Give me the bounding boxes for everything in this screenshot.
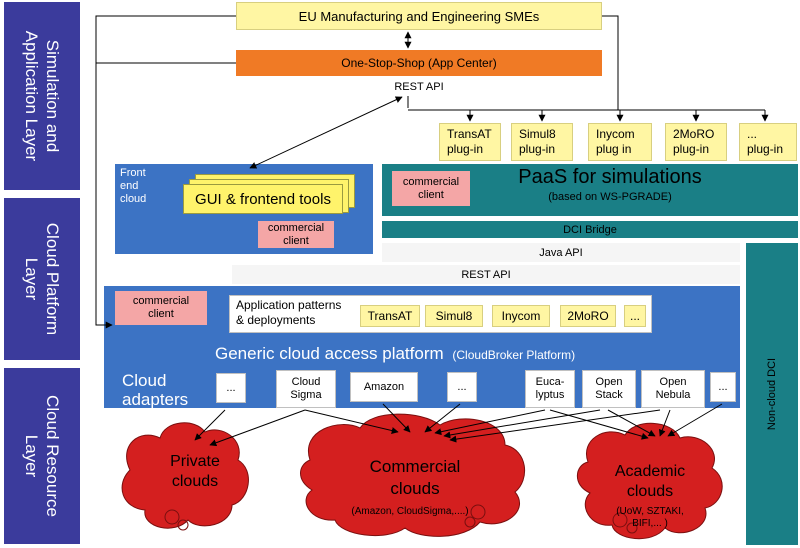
eu-smes-box: EU Manufacturing and Engineering SMEs: [236, 2, 602, 30]
app-inycom: Inycom: [492, 305, 550, 327]
app-transat: TransAT: [360, 305, 420, 327]
layer-band-platform: Cloud Platform Layer: [4, 198, 80, 360]
dci-bridge: DCI Bridge: [382, 221, 798, 238]
academic-cloud-shape: [576, 422, 723, 540]
private-cloud-bubble-small: [177, 519, 189, 531]
conn-stack-acad: [607, 409, 656, 437]
layer-band-resource: Cloud Resource Layer: [4, 368, 80, 544]
academic-cloud-bubble: [612, 512, 628, 528]
paas-title: PaaS for simulations: [518, 166, 702, 188]
commercial-cloud-bubble: [470, 504, 486, 520]
adapter-opennebula: Open Nebula: [641, 370, 705, 408]
cloud-adapters-label: Cloud adapters: [122, 371, 189, 409]
plugin-2moro: 2MoRO plug-in: [665, 123, 727, 161]
conn-sigma-comm: [304, 409, 399, 434]
line-smes-right: [602, 15, 619, 110]
non-cloud-dci-block: Non-cloud DCI: [746, 243, 798, 545]
app-patterns-label: Application patterns & deployments: [236, 298, 342, 327]
conn-pvt-2: [209, 409, 306, 447]
commercial-cloud-shape: [300, 413, 526, 537]
commercial-clouds-sub: (Amazon, CloudSigma,....): [351, 506, 469, 517]
plugin-inycom: Inycom plug in: [588, 123, 652, 161]
plugin-transat: TransAT plug-in: [439, 123, 501, 161]
layer-band-simulation: Simulation and Application Layer: [4, 2, 80, 190]
platform-commercial-client: commercial client: [115, 291, 207, 325]
conn-pvt-1: [194, 409, 226, 441]
platform-title: Generic cloud access platform (CloudBrok…: [215, 344, 715, 364]
conn-dots-acad: [667, 403, 723, 437]
conn-amazon-comm: [382, 403, 411, 433]
private-clouds-label: Private clouds: [170, 453, 220, 490]
app-more: ...: [624, 305, 646, 327]
adapter-more-2: ...: [447, 372, 477, 402]
adapter-cloudsigma: Cloud Sigma: [276, 370, 336, 408]
arrow-restapi-gui: [249, 96, 403, 169]
platform-title-text: Generic cloud access platform: [215, 344, 444, 363]
gui-frontend-tools: GUI & frontend tools: [183, 184, 343, 214]
adapter-more-1: ...: [216, 373, 246, 403]
academic-cloud-bubble-small: [626, 522, 638, 534]
one-stop-shop-box: One-Stop-Shop (App Center): [236, 50, 602, 76]
frontend-commercial-client: commercial client: [258, 221, 334, 248]
adapter-openstack: Open Stack: [582, 370, 636, 408]
java-api: Java API: [382, 243, 740, 262]
plugin-simul8: Simul8 plug-in: [511, 123, 573, 161]
commercial-cloud-bubble-small: [464, 516, 476, 528]
academic-clouds-sub: (UoW, SZTAKI, BIFI,... ): [616, 506, 684, 529]
conn-nebula-acad: [658, 409, 671, 437]
conn-dots-comm: [424, 403, 461, 433]
line-left-bracket: [95, 15, 236, 329]
conn-euca-comm: [434, 409, 546, 436]
frontend-cloud-label: Front end cloud: [120, 167, 147, 205]
paas-commercial-client: commercial client: [392, 171, 470, 206]
academic-clouds-label: Academic clouds: [614, 463, 686, 500]
conn-euca-acad: [549, 409, 649, 440]
adapter-more-3: ...: [710, 372, 736, 402]
app-2moro: 2MoRO: [560, 305, 616, 327]
plugin-more: ... plug-in: [739, 123, 797, 161]
app-simul8: Simul8: [425, 305, 483, 327]
conn-stack-comm: [443, 409, 601, 439]
private-cloud-shape: [121, 422, 249, 529]
adapter-eucalyptus: Euca- lyptus: [525, 370, 575, 408]
rest-api-platform: REST API: [232, 265, 740, 284]
rest-api-top: REST API: [394, 81, 444, 93]
commercial-clouds-label: Commercial clouds: [369, 457, 461, 498]
paas-subtitle: (based on WS-PGRADE): [548, 191, 672, 203]
platform-subtitle-text: (CloudBroker Platform): [452, 348, 576, 362]
adapter-amazon: Amazon: [350, 372, 418, 402]
private-cloud-bubble: [164, 509, 180, 525]
conn-nebula-comm: [449, 409, 661, 443]
